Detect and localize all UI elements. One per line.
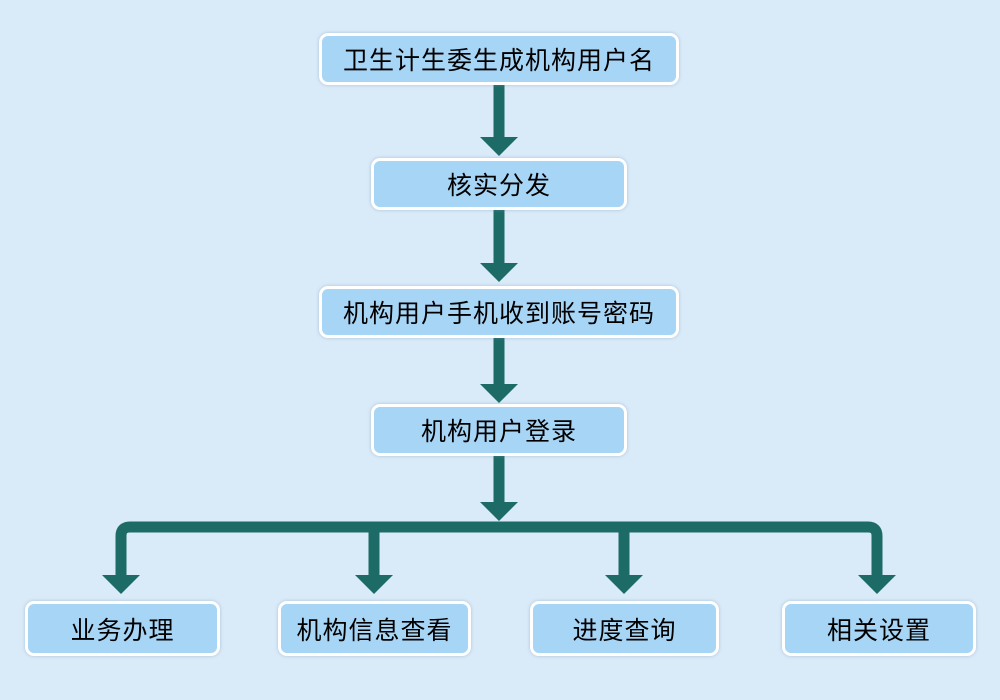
flow-node-verify-distribute: 核实分发 xyxy=(371,158,627,210)
flow-node-progress-query: 进度查询 xyxy=(530,601,719,656)
flow-node-business-handling: 业务办理 xyxy=(25,601,220,656)
flow-node-generate-username: 卫生计生委生成机构用户名 xyxy=(319,33,679,85)
branch-bar xyxy=(115,521,883,576)
flow-node-org-info-view: 机构信息查看 xyxy=(278,601,471,656)
arrowhead-business xyxy=(102,575,140,594)
arrow-receive-to-login xyxy=(480,337,518,403)
arrowhead-settings xyxy=(858,575,896,594)
flow-node-user-login: 机构用户登录 xyxy=(371,404,627,456)
arrow-login-to-branch xyxy=(480,455,518,521)
arrowhead-progress xyxy=(605,575,643,594)
arrowhead-org-info xyxy=(355,575,393,594)
flow-node-settings: 相关设置 xyxy=(782,601,976,656)
flow-node-receive-credentials: 机构用户手机收到账号密码 xyxy=(319,286,679,338)
arrow-generate-to-verify xyxy=(480,84,518,156)
arrow-verify-to-receive xyxy=(480,209,518,282)
